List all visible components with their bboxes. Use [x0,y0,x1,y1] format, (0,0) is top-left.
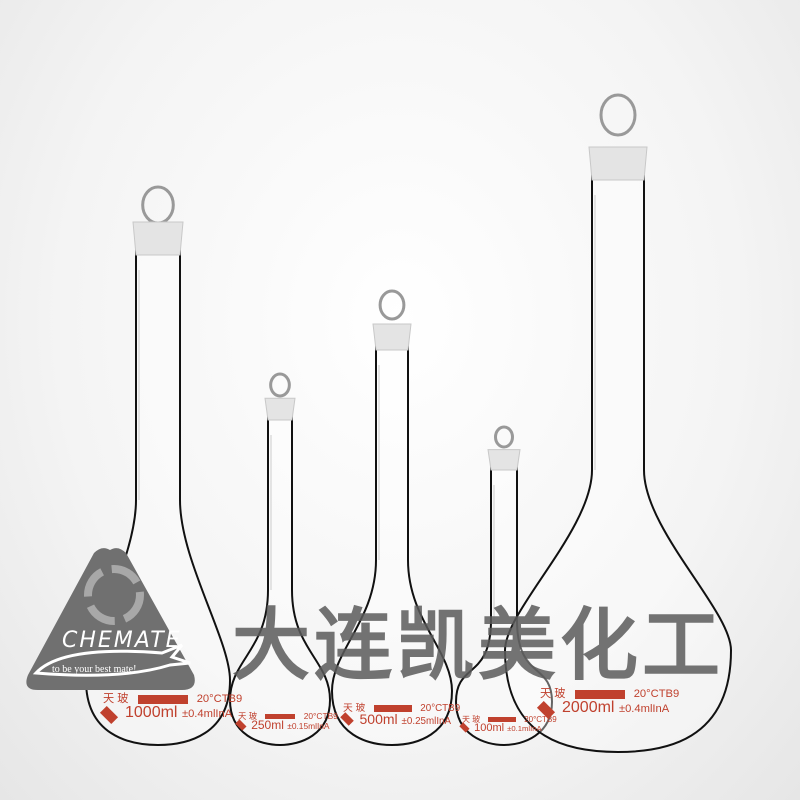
brand-mark: 天 玻 [343,703,366,714]
capacity-label: 250ml ±0.15mlInA [251,718,329,732]
temperature-class: 20°CTB9 [524,715,557,724]
glass-stopper [487,449,521,471]
flask-label: 天 玻 20°CTB9 [238,710,338,722]
stopper-ring [494,425,514,449]
capacity: 1000ml [125,704,178,721]
capacity-label: 500ml ±0.25mlInA [360,711,452,727]
temperature-class: 20°CTB9 [633,688,680,700]
stopper-ring [378,289,406,321]
label-bar [488,717,516,723]
glass-stopper [588,146,648,181]
flask-label: 天 玻 20°CTB9 [540,685,679,701]
brand-mark: 天 玻 [540,688,566,700]
stopper-ring [141,185,175,225]
company-watermark: 大连凯美化工 [232,601,725,691]
label-bar [265,714,296,720]
temperature-class: 20°CTB9 [196,693,243,705]
temperature-class: 20°CTB9 [420,703,461,714]
temperature-class: 20°CTB9 [303,711,338,721]
flask-label: 天 玻 20°CTB9 [343,700,460,714]
volumetric-flask-2000ml [503,175,733,754]
volumetric-flask-100ml [454,465,554,747]
tolerance: ±0.15mlInA [287,721,330,732]
flask-label: 天 玻 20°CTB9 [103,690,242,706]
capacity: 100ml [474,721,505,734]
capacity-label: 100ml ±0.1mlInA [474,722,542,734]
logo-name: CHEMATE [62,628,182,653]
stopper-ring [269,372,291,398]
glass-stopper [264,397,296,421]
brand-mark: 天 玻 [103,693,129,705]
capacity-label: 1000ml ±0.4mlInA [125,704,232,722]
capacity: 500ml [359,710,398,727]
glass-stopper [132,221,184,256]
tolerance: ±0.4mlInA [181,708,233,720]
tolerance: ±0.4mlInA [618,703,670,715]
chemate-logo [26,548,195,690]
capacity-label: 2000ml ±0.4mlInA [562,699,669,717]
label-bar [137,694,188,704]
tolerance: ±0.1mlInA [507,723,542,733]
logo-slogan: to be your best mate! [52,664,137,675]
stopper-ring [599,93,637,137]
flask-label: 天 玻 20°CTB9 [462,714,557,725]
volumetric-flask-500ml [330,345,454,747]
capacity: 2000ml [562,699,615,716]
label-bar [574,689,625,699]
glass-stopper [372,323,412,351]
brand-mark: 天 玻 [238,711,258,721]
brand-mark: 天 玻 [462,715,481,724]
label-bar [374,705,412,712]
capacity: 250ml [251,718,284,733]
tolerance: ±0.25mlInA [401,715,452,727]
volumetric-flask-250ml [228,415,332,747]
